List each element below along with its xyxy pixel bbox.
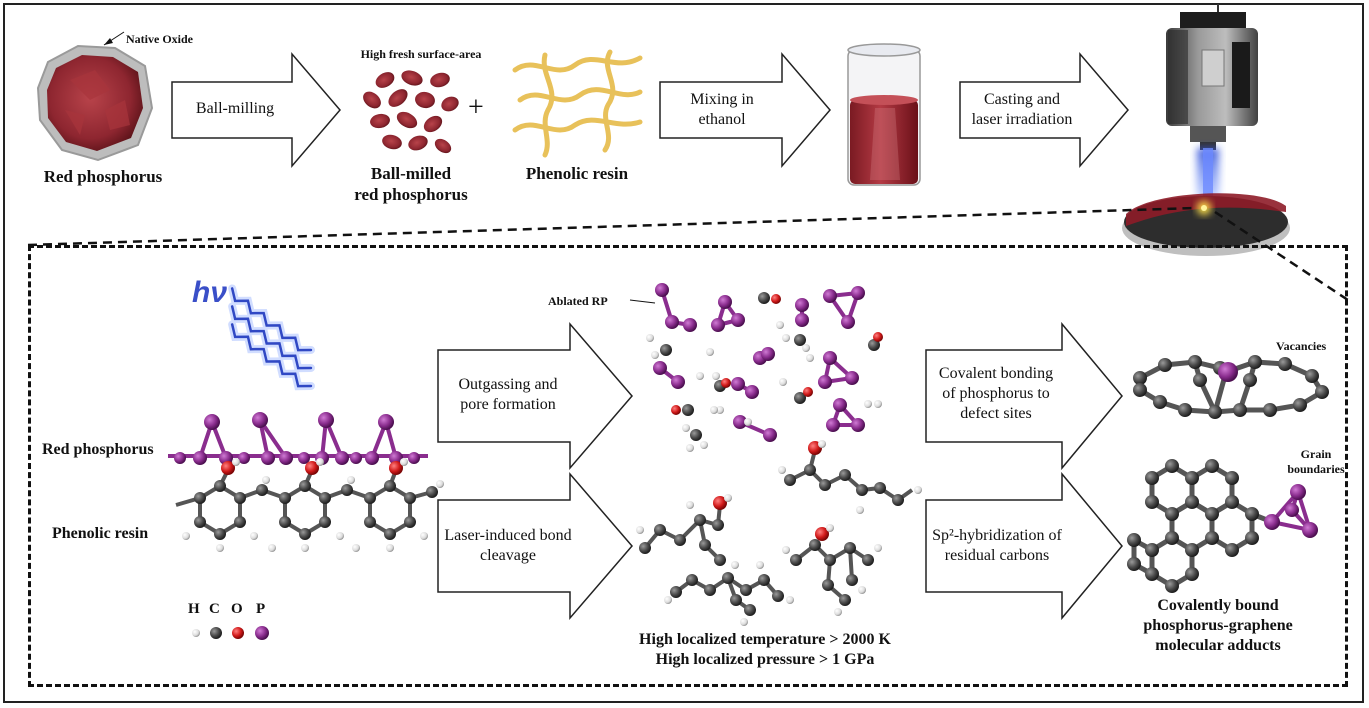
phenolic-resin-top-label: Phenolic resin [525, 164, 629, 183]
adduct-line1: Covalently bound [1157, 597, 1279, 614]
ball-milled-label: Ball-milled red phosphorus [336, 163, 486, 206]
legend-o: O [231, 601, 243, 617]
sample-disk-icon [1122, 193, 1290, 256]
outgassing-label: Outgassing and pore formation [446, 375, 570, 415]
high-fresh-surface-label: High fresh surface-area [360, 47, 482, 61]
ball-milled-particles-icon [363, 70, 459, 154]
plus-sign: + [468, 92, 484, 123]
photon-wave-icon [228, 284, 315, 391]
legend-p: P [256, 601, 266, 617]
covalent-bonding-arrow [925, 321, 1123, 471]
outer-frame [3, 3, 1364, 703]
outgassing-arrow [437, 321, 633, 471]
covalent-line1: Covalent bonding [938, 365, 1054, 382]
temperature-condition: High localized temperature > 2000 K [639, 631, 891, 648]
casting-arrow [959, 51, 1129, 169]
cleavage-line1: Laser-induced bond [444, 527, 572, 544]
legend-h: H [188, 601, 200, 617]
vacancy-graphene-icon [1133, 355, 1329, 419]
laser-device-icon [1166, 4, 1258, 150]
red-phosphorus-chain-label: Red phosphorus [42, 441, 154, 458]
cleavage-label: Laser-induced bond cleavage [442, 526, 574, 566]
outgassing-line2: pore formation [460, 396, 556, 413]
sp2-line2: residual carbons [944, 547, 1050, 564]
mechanism-panel [28, 245, 1348, 687]
mixing-line1: Mixing in [690, 91, 754, 108]
mixing-arrow [659, 51, 831, 169]
grain-line1: Grain [1300, 447, 1332, 461]
ball-milled-line2: red phosphorus [354, 185, 468, 205]
native-oxide-label: Native Oxide [126, 32, 193, 46]
bond-cleavage-arrow [437, 471, 633, 621]
red-phosphorus-particle-icon [36, 44, 154, 162]
red-phosphorus-chain-icon [168, 412, 428, 465]
adduct-line3: molecular adducts [1155, 637, 1281, 654]
atom-legend-icons [192, 626, 269, 640]
legend-c: C [209, 601, 220, 617]
mixing-label: Mixing in ethanol [664, 90, 780, 130]
casting-line1: Casting and [984, 91, 1060, 108]
ablated-rp-label: Ablated RP [548, 294, 608, 308]
adduct-line2: phosphorus-graphene [1143, 617, 1293, 634]
outgassing-line1: Outgassing and [458, 376, 558, 393]
conditions-label: High localized temperature > 2000 K High… [620, 630, 910, 670]
red-phosphorus-label: Red phosphorus [43, 167, 163, 186]
mixing-line2: ethanol [698, 111, 746, 128]
ball-milled-line1: Ball-milled [370, 164, 452, 183]
pressure-condition: High localized pressure > 1 GPa [655, 651, 875, 668]
phenolic-resin-strands-icon [512, 49, 643, 158]
ethanol-vial-icon [847, 43, 921, 186]
phenolic-resin-molecule-icon [175, 458, 444, 552]
grain-boundary-graphene-icon [1127, 459, 1318, 593]
covalent-line2: of phosphorus to [942, 385, 1050, 402]
sp2-label: Sp²-hybridization of residual carbons [930, 526, 1064, 566]
phenolic-resin-chain-label: Phenolic resin [52, 525, 149, 542]
grain-boundaries-label: Grain boundaries [1286, 447, 1346, 477]
vacancies-label: Vacancies [1276, 339, 1327, 353]
sp2-line1: Sp²-hybridization of [932, 527, 1062, 544]
cleaved-carbon-fragments-icon [636, 440, 922, 626]
ball-milling-arrow [171, 51, 341, 169]
covalent-line3: defect sites [960, 405, 1032, 422]
casting-line2: laser irradiation [971, 111, 1073, 128]
casting-label: Casting and laser irradiation [962, 90, 1082, 130]
sp2-hybridization-arrow [925, 471, 1123, 621]
grain-line2: boundaries [1287, 462, 1345, 476]
covalent-bonding-label: Covalent bonding of phosphorus to defect… [932, 364, 1060, 424]
adducts-label: Covalently bound phosphorus-graphene mol… [1128, 596, 1308, 656]
ball-milling-label: Ball-milling [195, 100, 275, 117]
cleavage-line2: cleavage [480, 547, 536, 564]
ablated-fragments-icon [646, 283, 883, 452]
hv-label: hν [192, 276, 228, 309]
